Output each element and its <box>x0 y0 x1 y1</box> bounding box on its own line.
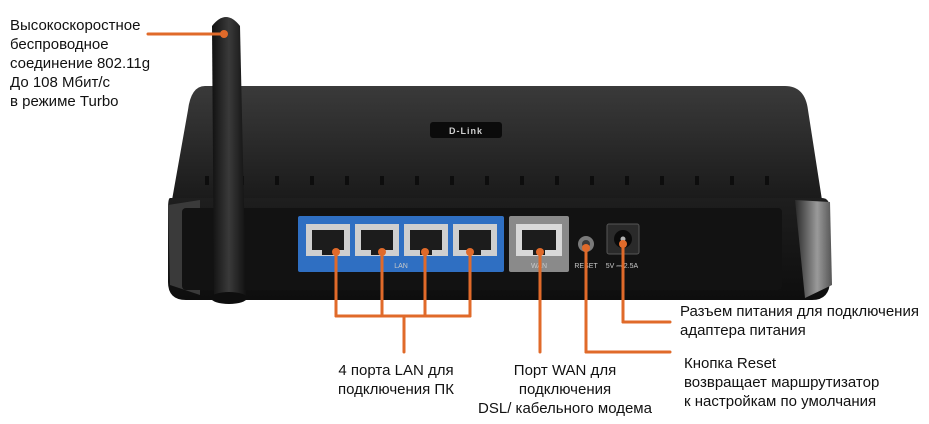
lan-port-2 <box>355 224 399 256</box>
lan-port-panel: LAN <box>298 216 504 272</box>
reset-callout-text: Кнопка Reset возвращает маршрутизатор к … <box>684 355 880 410</box>
callout-lines <box>146 32 672 354</box>
router-top: D-Link <box>172 86 822 200</box>
lan-panel-label: LAN <box>394 263 408 270</box>
callout-dots <box>220 30 627 256</box>
wan-callout-text: Порт WAN для подключения DSL/ кабельного… <box>478 362 652 417</box>
logo-plate <box>430 122 502 138</box>
lan-port-4 <box>453 224 497 256</box>
lan-port-1 <box>306 224 350 256</box>
lan-callout-text: 4 порта LAN для подключения ПК <box>338 362 454 398</box>
brand-logo: D-Link <box>449 126 483 136</box>
antenna <box>211 17 247 304</box>
power-callout-text: Разъем питания для подключения адаптера … <box>680 303 919 339</box>
antenna-callout-text: Высокоскоростное беспроводное соединение… <box>10 17 151 110</box>
